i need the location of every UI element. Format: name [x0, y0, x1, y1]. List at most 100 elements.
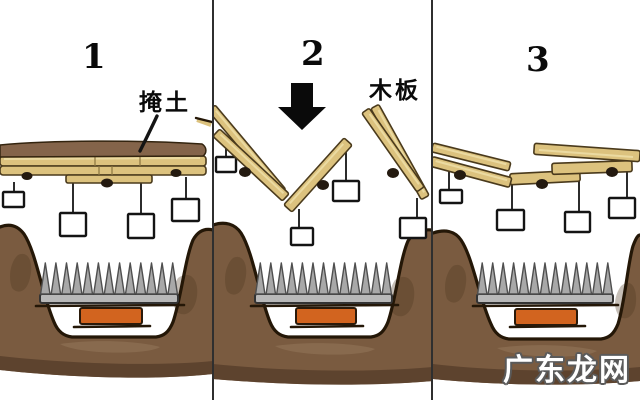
spike-icon [39, 262, 51, 295]
spike-icon [518, 262, 530, 295]
settling-plank [433, 156, 513, 188]
spike-icon [124, 262, 136, 295]
spike-icon [508, 262, 519, 295]
panel-3-number: 3 [526, 40, 550, 80]
plank-tip-overlap [194, 116, 213, 127]
pit-rim-outline [0, 223, 213, 339]
spike-icon [487, 262, 499, 295]
tilted-plank [283, 137, 353, 213]
panel-1-number: 1 [82, 37, 106, 77]
wooden-board-label: 木板 [369, 77, 421, 103]
spike-icon [328, 262, 340, 295]
spike-icon [318, 262, 329, 295]
spike-icon [135, 262, 147, 295]
pivot-stone [239, 167, 251, 177]
spike-icon [276, 262, 287, 295]
pivot-stone [101, 178, 113, 188]
spike-icon [307, 262, 319, 295]
spike-icon [254, 262, 266, 295]
pivot-stone [387, 168, 399, 178]
spike-icon [114, 262, 126, 295]
earth-shade-patch [10, 253, 32, 292]
spike-row [249, 262, 400, 308]
orange-plank [295, 307, 357, 325]
spike-icon [571, 262, 582, 295]
settling-plank [433, 142, 512, 172]
pivot-stones [21, 169, 182, 188]
earth-bottom-band [213, 364, 433, 385]
counterweight [438, 188, 464, 205]
spike-icon [550, 262, 561, 295]
spike-icon [381, 262, 393, 295]
pivot-stones [454, 167, 618, 189]
pivot-stone [317, 180, 329, 190]
spike-icon [82, 262, 94, 295]
hanging-counterweights [214, 141, 428, 247]
earth-shade-patch [445, 264, 467, 303]
panel-1-illustration [0, 114, 213, 378]
earth-bottom-band [0, 356, 213, 378]
pit-floor-plank [508, 308, 587, 329]
spike-board-shadow [34, 303, 186, 308]
floor-line [508, 324, 587, 329]
spike-icon [497, 262, 509, 295]
floor-line [72, 324, 152, 329]
spike-icon [297, 262, 308, 295]
earth-shade-patch [225, 256, 247, 295]
pivot-stone [606, 167, 618, 177]
spike-icon [560, 262, 572, 295]
spike-icon [602, 262, 614, 295]
pivot-stone [170, 169, 182, 177]
spike-icon [103, 262, 115, 295]
pit-floor-plank [289, 307, 365, 329]
earth-light-patch [275, 343, 375, 355]
panel-divider [431, 0, 433, 400]
spikes [476, 262, 614, 295]
spike-row [471, 262, 620, 308]
orange-plank [514, 308, 578, 326]
soil-label-pointer-line [138, 114, 159, 153]
spike-icon [539, 262, 551, 295]
pit-earth [213, 221, 433, 385]
spike-icon [476, 262, 488, 295]
pit-earth [0, 223, 213, 378]
settling-plank [533, 142, 640, 163]
spike-icon [581, 262, 593, 295]
spike-icon [50, 262, 62, 295]
counterweight [58, 211, 88, 238]
counterweight [331, 179, 361, 203]
panel-2-number: 2 [301, 34, 325, 74]
spike-icon [529, 262, 540, 295]
counterweight [495, 208, 526, 232]
settling-plank [551, 159, 633, 176]
spike-icon [286, 262, 298, 295]
spike-icon [156, 262, 168, 295]
panel-2-illustration [213, 83, 433, 385]
resetting-boards [433, 142, 640, 188]
spike-board [476, 293, 614, 304]
counterweight [289, 226, 315, 247]
spike-icon [370, 262, 382, 295]
site-watermark: 广东龙网 [503, 354, 631, 387]
spikes [254, 262, 393, 295]
plank-highlight [538, 149, 634, 158]
counterweight [126, 212, 156, 240]
tilting-boards [213, 104, 430, 213]
earth-light-patch [497, 345, 597, 357]
spike-icon [349, 262, 361, 295]
earth-mass [0, 225, 213, 378]
spike-board [39, 293, 179, 304]
panel-divider [212, 0, 214, 400]
pit-earth [433, 229, 640, 385]
orange-plank [79, 307, 143, 325]
spike-icon [146, 262, 157, 295]
plank-highlight [3, 157, 201, 160]
spike-icon [71, 262, 83, 295]
spike-board-shadow [249, 303, 400, 308]
earth-bottom-band [433, 364, 640, 385]
counterweight [563, 210, 592, 234]
spike-icon [591, 262, 603, 295]
spike-icon [360, 262, 372, 295]
spike-icon [61, 262, 72, 295]
pivot-stone [536, 179, 548, 189]
